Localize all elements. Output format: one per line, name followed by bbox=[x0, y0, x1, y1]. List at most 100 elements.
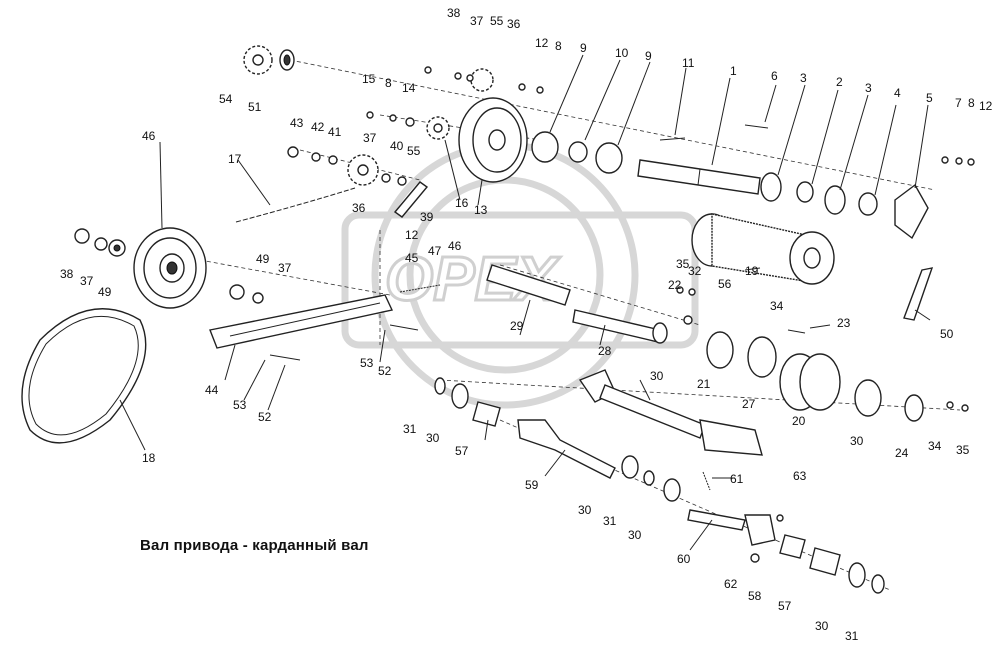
callout-32: 32 bbox=[688, 264, 702, 278]
callout-27: 29 bbox=[510, 319, 524, 333]
callout-61: 61 bbox=[730, 472, 744, 486]
callout-50: 50 bbox=[940, 327, 954, 341]
callout-30: 30 bbox=[426, 431, 440, 445]
callout-37b: 37 bbox=[363, 131, 377, 145]
callout-37c: 37 bbox=[80, 274, 94, 288]
bearing-30-right bbox=[848, 562, 866, 588]
yoke-57-right bbox=[809, 547, 841, 576]
callout-55: 55 bbox=[490, 14, 504, 28]
ring-31-right bbox=[871, 574, 885, 594]
callout-49: 49 bbox=[98, 285, 112, 299]
callout-37: 37 bbox=[470, 14, 484, 28]
housing-5 bbox=[894, 183, 929, 240]
callout-numbers: 38 37 55 36 12 8 9 10 9 11 1 6 3 2 3 4 5… bbox=[60, 6, 993, 643]
callout-3b: 3 bbox=[865, 81, 872, 95]
pulley-48 bbox=[133, 227, 207, 309]
washers-7-8-12-right bbox=[941, 156, 975, 166]
bolts-23-34 bbox=[787, 324, 831, 334]
callout-46: 46 bbox=[448, 239, 462, 253]
spring-61 bbox=[702, 471, 711, 491]
ring-4 bbox=[858, 192, 878, 216]
wrench-50 bbox=[903, 267, 934, 321]
callout-26: 28 bbox=[598, 344, 612, 358]
bolt-6 bbox=[744, 124, 769, 129]
callout-20: 20 bbox=[792, 414, 806, 428]
callout-57b: 57 bbox=[778, 599, 792, 613]
cardan-shaft-29 bbox=[578, 369, 763, 456]
washer-38-left bbox=[74, 228, 90, 244]
callout-34: 34 bbox=[770, 299, 784, 313]
callout-8: 8 bbox=[555, 39, 562, 53]
callout-57: 57 bbox=[455, 444, 469, 458]
callout-18: 18 bbox=[142, 451, 156, 465]
arm-39 bbox=[393, 181, 429, 218]
callout-53b: 53 bbox=[233, 398, 247, 412]
callout-59: 59 bbox=[525, 478, 539, 492]
callout-44: 44 bbox=[205, 383, 219, 397]
callout-53: 53 bbox=[360, 356, 374, 370]
shaft-60 bbox=[687, 509, 776, 546]
tension-bar-44 bbox=[209, 294, 394, 349]
drum-20 bbox=[779, 353, 841, 411]
shaft-1 bbox=[637, 159, 761, 195]
callout-16: 16 bbox=[455, 196, 469, 210]
callout-30c: 30 bbox=[628, 528, 642, 542]
callout-9b: 9 bbox=[645, 49, 652, 63]
callout-8b: 8 bbox=[968, 96, 975, 110]
bearing-30-mid bbox=[621, 455, 681, 502]
callout-15: 15 bbox=[362, 72, 376, 86]
callout-4: 4 bbox=[894, 86, 901, 100]
callout-33: 34 bbox=[928, 439, 942, 453]
callout-35b: 35 bbox=[956, 443, 970, 457]
flange-25 bbox=[747, 336, 777, 378]
callout-49b: 49 bbox=[256, 252, 270, 266]
callout-38: 38 bbox=[447, 6, 461, 20]
callout-43: 43 bbox=[290, 116, 304, 130]
callout-39: 39 bbox=[420, 210, 434, 224]
flange-21 bbox=[706, 331, 734, 369]
callout-36b: 36 bbox=[352, 201, 366, 215]
callout-37d: 37 bbox=[278, 261, 292, 275]
callout-30b: 30 bbox=[578, 503, 592, 517]
sprocket-37-small bbox=[426, 116, 450, 140]
fork-59 bbox=[517, 419, 616, 479]
callout-48: 46 bbox=[142, 129, 156, 143]
bearing-51 bbox=[279, 49, 295, 71]
callout-10: 10 bbox=[615, 46, 629, 60]
callout-13: 13 bbox=[474, 203, 488, 217]
callout-36: 36 bbox=[507, 17, 521, 31]
v-belt-18 bbox=[21, 308, 147, 444]
callout-28: 30 bbox=[850, 434, 864, 448]
callout-56: 56 bbox=[718, 277, 732, 291]
shaft-27 bbox=[486, 264, 571, 306]
callout-12: 12 bbox=[535, 36, 549, 50]
callout-7: 7 bbox=[955, 96, 962, 110]
ring-31-left bbox=[434, 377, 446, 395]
callout-3: 3 bbox=[800, 71, 807, 85]
bearing-49-right bbox=[229, 284, 264, 304]
small-parts-62-63 bbox=[750, 514, 784, 563]
callout-8c: 8 bbox=[385, 76, 392, 90]
callout-31: 31 bbox=[403, 422, 417, 436]
callout-24: 24 bbox=[895, 446, 909, 460]
bearing-30-left bbox=[451, 383, 469, 409]
yoke-57-left bbox=[472, 401, 501, 427]
ring-31-mid bbox=[643, 470, 655, 486]
callout-52b: 52 bbox=[258, 410, 272, 424]
callout-11: 11 bbox=[682, 56, 695, 70]
callout-54: 54 bbox=[219, 92, 233, 106]
callout-1: 1 bbox=[730, 64, 737, 78]
spring-45 bbox=[399, 284, 441, 293]
callout-29: 30 bbox=[650, 369, 664, 383]
callout-31c: 31 bbox=[845, 629, 859, 643]
flange-9-right bbox=[595, 142, 623, 174]
callout-19: 19 bbox=[745, 264, 759, 278]
callout-9: 9 bbox=[580, 41, 587, 55]
callout-63: 63 bbox=[793, 469, 807, 483]
leader-lines bbox=[119, 54, 931, 551]
callout-38b: 38 bbox=[60, 267, 74, 281]
callout-30d: 30 bbox=[815, 619, 829, 633]
hub-10 bbox=[568, 141, 588, 163]
callout-41: 41 bbox=[328, 125, 342, 139]
